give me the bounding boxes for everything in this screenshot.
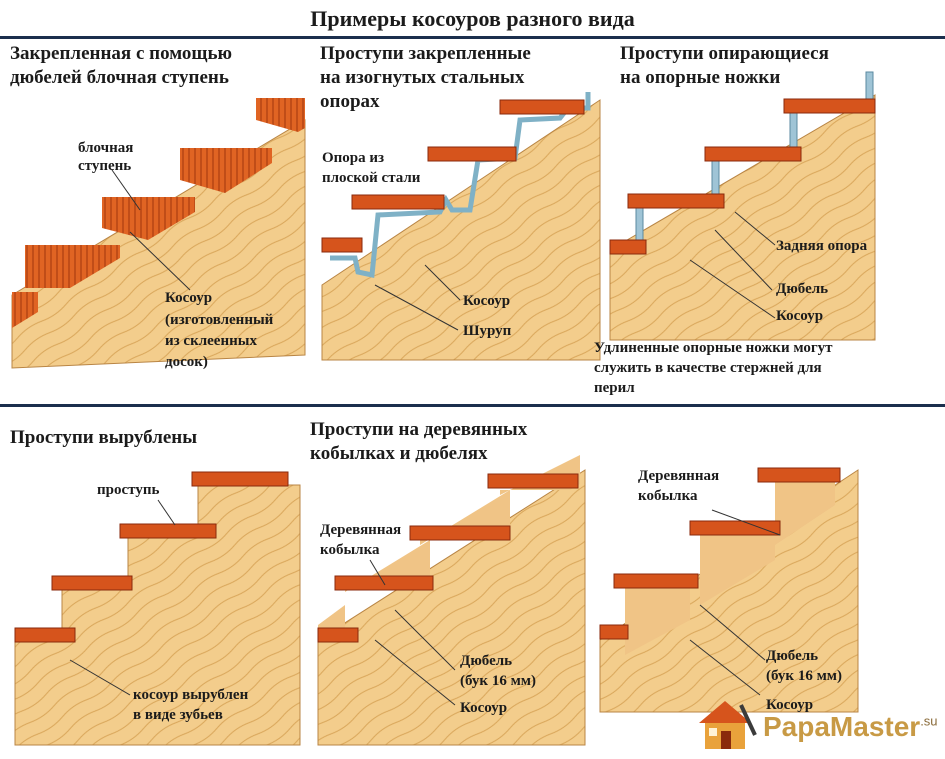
panel-5-drawing — [317, 455, 586, 746]
tread-p3-1 — [609, 239, 647, 255]
panel-3-heading-line-2: на опорные ножки — [620, 67, 781, 88]
panel-4-drawing — [14, 471, 301, 746]
tread-p5-4 — [487, 473, 579, 489]
tread-p6-3 — [689, 520, 781, 536]
label-stringer-p4-1: косоур вырублен — [133, 687, 249, 703]
panel-4-heading: Проступи вырублены — [10, 427, 198, 448]
panel-2-heading-line-2: на изогнутых стальных — [320, 67, 525, 88]
support-leg-4 — [865, 71, 874, 101]
stringer-panel-5 — [317, 469, 586, 746]
panel-6-drawing — [599, 467, 859, 713]
block-step-3 — [102, 197, 195, 240]
wooden-block-p6-1 — [625, 585, 690, 655]
label-stringer-p6: Косоур — [766, 697, 814, 713]
page-title: Примеры косоуров разного вида — [310, 6, 635, 31]
block-step-2 — [25, 245, 120, 288]
note-line-2: служить в качестве стержней для — [594, 360, 822, 376]
house-icon — [699, 701, 757, 749]
tread-p3-3 — [704, 146, 802, 162]
panel-5-heading-line-2: кобылках и дюбелях — [310, 443, 488, 464]
label-tread-p4: проступь — [97, 482, 160, 498]
panel-1-heading-line-1: Закрепленная с помощью — [10, 43, 233, 64]
tread-p2-3 — [427, 146, 517, 162]
support-leg-3 — [789, 109, 798, 151]
panel-1-heading-line-2: дюбелей блочная ступень — [10, 67, 229, 88]
separator-top — [0, 36, 945, 39]
note-line-3: перил — [594, 380, 635, 396]
wooden-block-p6-3 — [775, 480, 835, 545]
label-stringer-4: досок) — [165, 354, 208, 370]
label-wooden-block-p6-2: кобылка — [638, 488, 698, 504]
logo-text: PapaMaster.su — [763, 711, 938, 743]
label-wooden-block-p5-2: кобылка — [320, 542, 380, 558]
label-steel-plate-1: Опора из — [322, 150, 385, 166]
label-steel-plate-2: плоской стали — [322, 170, 421, 186]
label-dowel-p3: Дюбель — [776, 281, 829, 297]
support-leg-2 — [711, 157, 720, 199]
separator-middle — [0, 404, 945, 407]
tread-p5-3 — [409, 525, 511, 541]
tread-p2-2 — [351, 194, 445, 210]
label-dowel-p5-1: Дюбель — [460, 653, 513, 669]
support-leg-1 — [635, 204, 644, 244]
tread-p2-4 — [499, 99, 585, 115]
panel-1-drawing — [11, 98, 306, 369]
label-stringer-2: (изготовленный — [165, 312, 274, 328]
block-step-5 — [256, 98, 305, 132]
label-stringer-p4-2: в виде зубьев — [133, 707, 223, 723]
panel-2-heading-line-3: опорах — [320, 91, 380, 112]
label-stringer-3: из склеенных — [165, 333, 257, 349]
tread-p3-4 — [783, 98, 876, 114]
panel-3-heading-line-1: Проступи опирающиеся — [620, 43, 829, 64]
tread-p6-2 — [613, 573, 699, 589]
label-dowel-p6-1: Дюбель — [766, 648, 819, 664]
stringer-panel-2 — [321, 99, 601, 361]
label-wooden-block-p5-1: Деревянная — [320, 522, 402, 538]
tread-p4-3 — [119, 523, 217, 539]
tread-p3-2 — [627, 193, 725, 209]
label-stringer-1: Косоур — [165, 290, 213, 306]
label-dowel-p6-2: (бук 16 мм) — [766, 668, 842, 684]
tread-p2-1 — [321, 237, 363, 253]
tread-p5-1 — [317, 627, 359, 643]
label-rear-support: Задняя опора — [776, 238, 868, 254]
panel-2-heading-line-1: Проступи закрепленные — [320, 43, 531, 64]
papamaster-logo: PapaMaster.su — [695, 695, 938, 753]
panel-3-drawing — [609, 71, 876, 341]
label-block-step-1: блочная — [78, 140, 134, 156]
tread-p6-4 — [757, 467, 841, 483]
note-line-1: Удлиненные опорные ножки могут — [594, 340, 833, 356]
tread-p4-4 — [191, 471, 289, 487]
panel-2-drawing — [321, 92, 601, 361]
block-step-1 — [12, 292, 38, 328]
tread-p6-1 — [599, 624, 629, 640]
label-wooden-block-p6-1: Деревянная — [638, 468, 720, 484]
label-screw: Шуруп — [463, 323, 512, 339]
wooden-block-p6-2 — [700, 532, 775, 605]
stringer-panel-3 — [609, 94, 876, 341]
panel-5-heading-line-1: Проступи на деревянных — [310, 419, 528, 440]
tread-p4-2 — [51, 575, 133, 591]
label-dowel-p5-2: (бук 16 мм) — [460, 673, 536, 689]
tread-p4-1 — [14, 627, 76, 643]
logo-tld: .su — [920, 713, 938, 729]
label-stringer-p2: Косоур — [463, 293, 511, 309]
logo-name: PapaMaster — [763, 711, 921, 742]
label-stringer-p5: Косоур — [460, 700, 508, 716]
block-step-4 — [180, 148, 272, 193]
label-block-step-2: ступень — [78, 158, 132, 174]
label-stringer-p3: Косоур — [776, 308, 824, 324]
